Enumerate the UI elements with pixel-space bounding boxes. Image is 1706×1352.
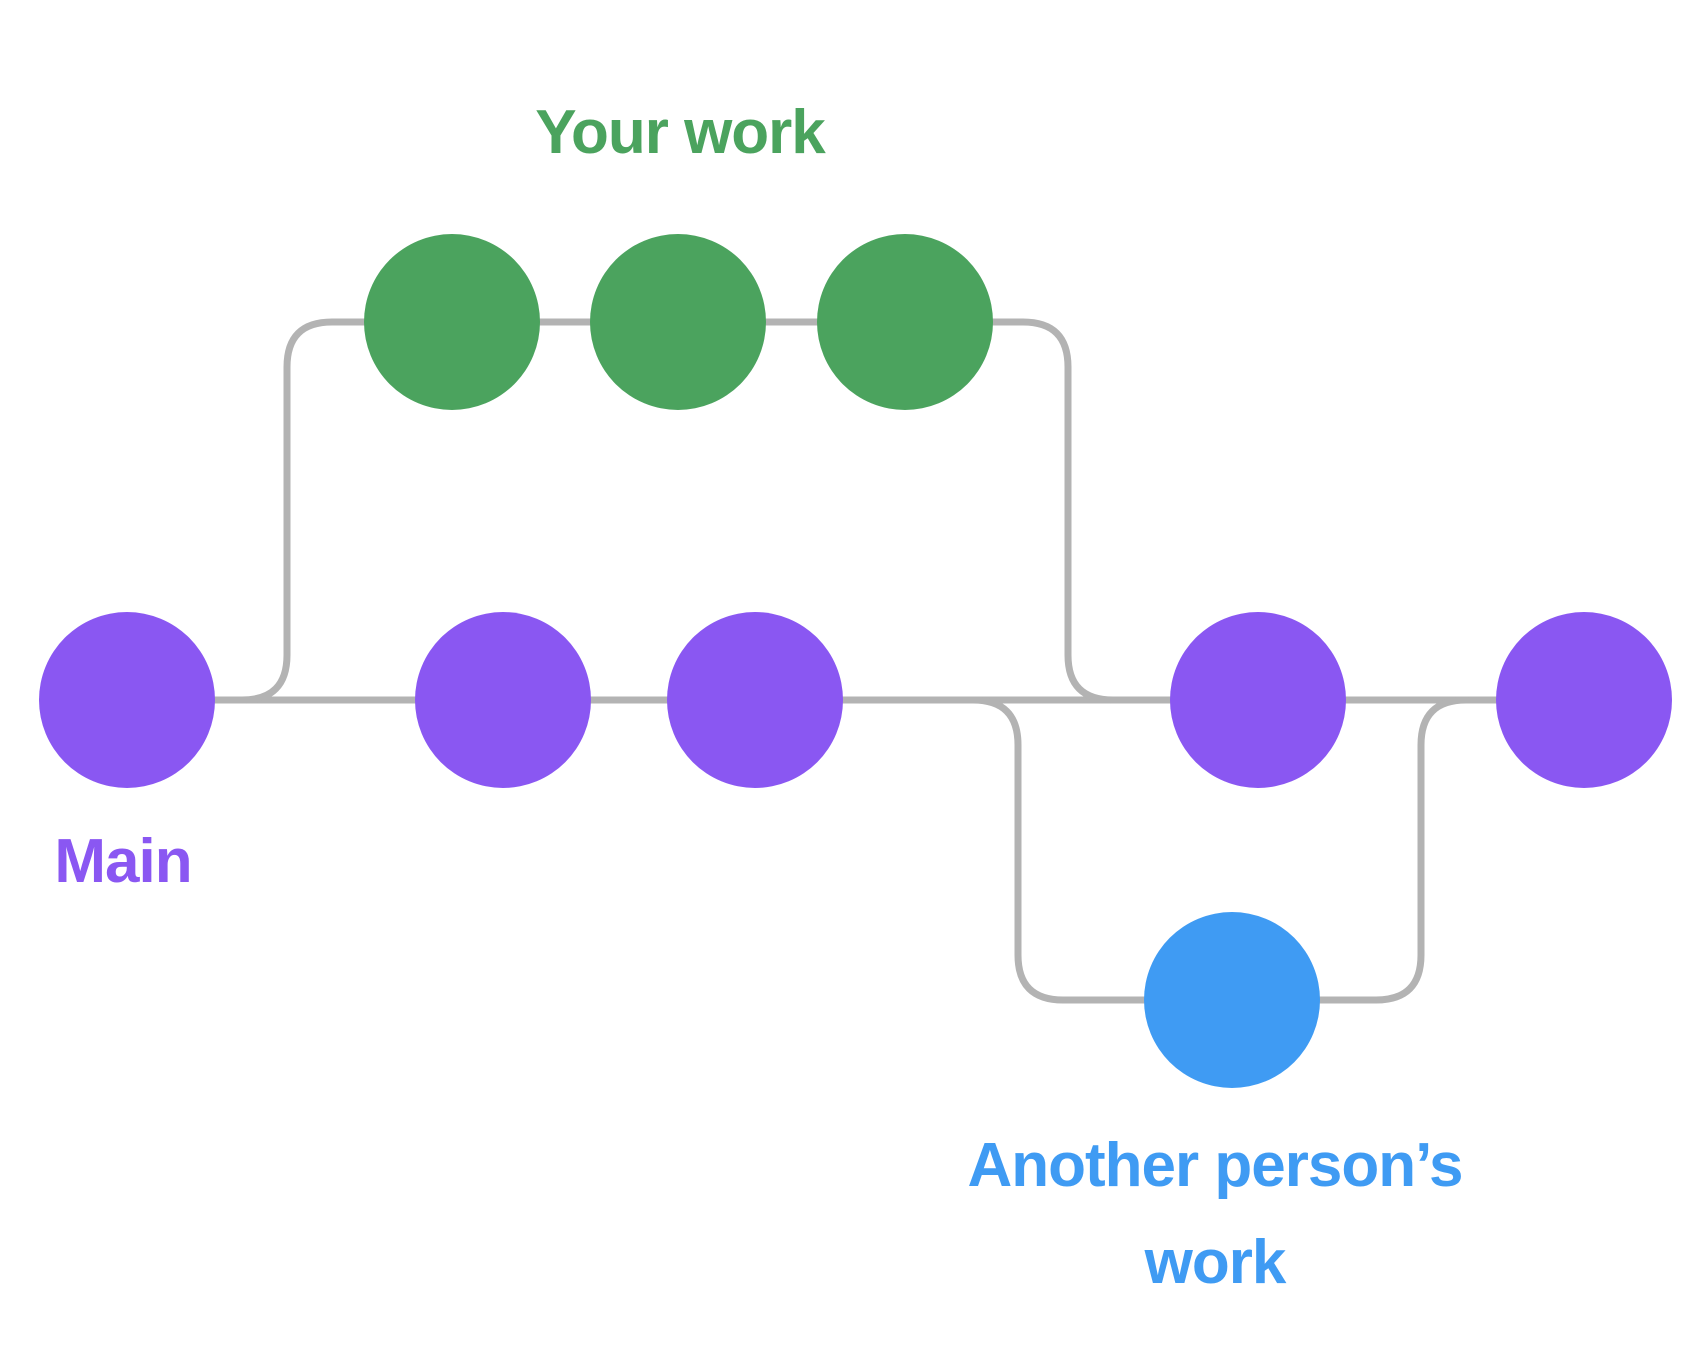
main-branch-label: Main [54, 827, 192, 896]
commit-node-main [1496, 612, 1672, 788]
your-work-branch-label: Your work [535, 98, 826, 167]
commit-node-main [667, 612, 843, 788]
commit-node-your-work [590, 234, 766, 410]
another-person-branch-label-line1: Another person’s [967, 1131, 1464, 1200]
commit-node-main [415, 612, 591, 788]
commit-node-main [39, 612, 215, 788]
commit-node-your-work [817, 234, 993, 410]
commit-nodes-layer [39, 234, 1672, 1088]
commit-node-your-work [364, 234, 540, 410]
commit-node-another-persons-work [1144, 912, 1320, 1088]
another-person-branch-label-line2: work [1144, 1228, 1287, 1297]
commit-node-main [1170, 612, 1346, 788]
